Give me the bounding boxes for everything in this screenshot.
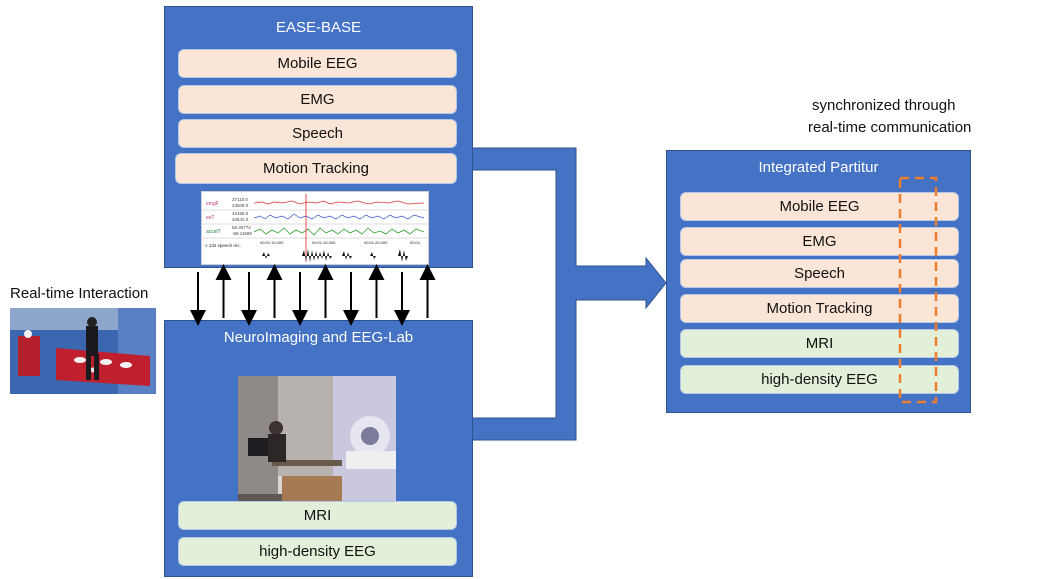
integrated-item-mobile-eeg: Mobile EEG bbox=[680, 192, 959, 221]
row-value-2a: 59.30772 bbox=[232, 225, 251, 230]
integrated-item-high-density-eeg: high-density EEG bbox=[680, 365, 959, 394]
time-tick-0: 00:01:10.000 bbox=[260, 240, 284, 245]
ease-item-motion-tracking: Motion Tracking bbox=[175, 153, 457, 184]
neuro-item-high-density-eeg: high-density EEG bbox=[178, 537, 457, 566]
merge-arrow-shape bbox=[455, 147, 667, 441]
integrated-item-emg: EMG bbox=[680, 227, 959, 256]
ease-item-mobile-eeg: Mobile EEG bbox=[178, 49, 457, 78]
row-value-0a: 37110.0 bbox=[232, 197, 248, 202]
integrated-panel: Integrated Partitur Mobile EEG EMG Speec… bbox=[666, 150, 971, 413]
signal-viewer: emgF eeT accelT 37110.0 23508.0 42458.0 … bbox=[201, 191, 429, 265]
neuro-panel: NeuroImaging and EEG-Lab MRI high-densit… bbox=[164, 320, 473, 577]
row-label-eet: eeT bbox=[206, 215, 215, 221]
trace-eeg bbox=[253, 213, 425, 220]
row-value-1b: 34642.0 bbox=[232, 217, 249, 222]
row-label-emgf: emgF bbox=[206, 201, 219, 207]
integrated-item-motion-tracking: Motion Tracking bbox=[680, 294, 959, 323]
row-value-2b: -59.11689 bbox=[232, 231, 252, 236]
trace-emg bbox=[253, 200, 425, 205]
time-tick-3: 00:01: bbox=[410, 240, 421, 245]
integrated-item-speech: Speech bbox=[680, 259, 959, 288]
neuro-item-mri: MRI bbox=[178, 501, 457, 530]
row-value-1a: 42458.0 bbox=[232, 211, 249, 216]
sync-note-line1: synchronized through bbox=[812, 97, 956, 114]
track-label: ≡ 132 speech rec. bbox=[205, 243, 241, 248]
sync-dashed-rect bbox=[898, 176, 938, 404]
row-value-0b: 23508.0 bbox=[232, 203, 249, 208]
neuro-title: NeuroImaging and EEG-Lab bbox=[223, 329, 414, 346]
integrated-title: Integrated Partitur bbox=[758, 159, 879, 176]
sync-note-line2: real-time communication bbox=[808, 119, 972, 136]
integrated-item-mri: MRI bbox=[680, 329, 959, 358]
time-tick-2: 00:01:20.000 bbox=[364, 240, 388, 245]
time-tick-1: 00:01:15.000 bbox=[312, 240, 336, 245]
trace-accel bbox=[253, 227, 425, 236]
ease-base-title: EASE-BASE bbox=[275, 19, 362, 36]
ease-item-speech: Speech bbox=[178, 119, 457, 148]
lab-photo bbox=[238, 376, 396, 510]
interaction-photo bbox=[10, 308, 156, 394]
ease-item-emg: EMG bbox=[178, 85, 457, 114]
realtime-interaction-label: Real-time Interaction bbox=[10, 285, 149, 302]
row-label-accelt: accelT bbox=[206, 229, 221, 235]
